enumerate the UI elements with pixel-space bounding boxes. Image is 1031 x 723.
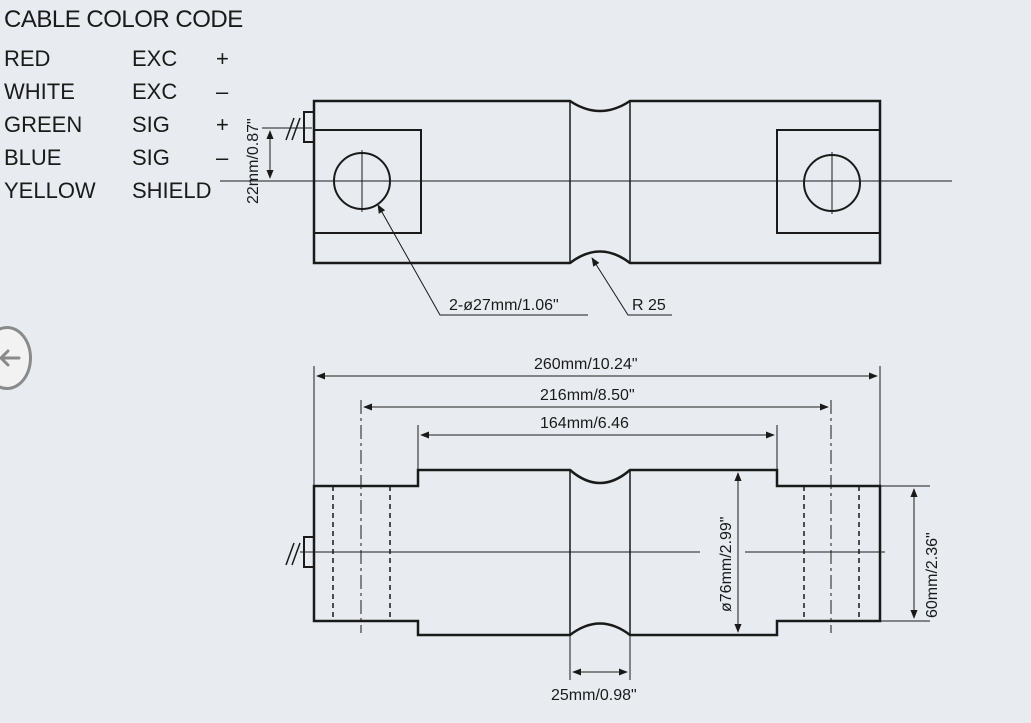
dim-holes: 2-ø27mm/1.06": [449, 297, 559, 314]
legend-polarity: +: [216, 46, 229, 71]
legend-polarity: –: [216, 79, 229, 104]
top-body-outline: [312, 99, 882, 265]
arrow-left-icon: [0, 349, 21, 367]
legend-signal: SIG: [132, 145, 170, 170]
legend-title: CABLE COLOR CODE: [4, 6, 243, 33]
dim-end-height: 60mm/2.36": [924, 532, 941, 618]
legend-polarity: +: [216, 112, 229, 137]
dim-center-length: 164mm/6.46: [540, 415, 629, 432]
hidden-hole-lines: [332, 486, 860, 621]
legend-signal: SIG: [132, 112, 170, 137]
dim-radius: R 25: [632, 297, 666, 314]
top-view: [220, 99, 952, 316]
legend-color: YELLOW: [4, 178, 96, 203]
legend-polarity: –: [216, 145, 229, 170]
legend-signal: EXC: [132, 79, 178, 104]
hole-centerlines: [360, 400, 832, 633]
holes-leader: [377, 204, 588, 316]
dim-neck-width: 25mm/0.98": [551, 687, 637, 704]
dim-diameter: ø76mm/2.99": [718, 517, 735, 613]
dim-hole-spacing: 216mm/8.50": [540, 387, 635, 404]
dim-overall-length: 260mm/10.24": [534, 356, 638, 373]
legend-color: WHITE: [4, 79, 75, 104]
top-cable-stub: [303, 111, 315, 143]
legend-signal: SHIELD: [132, 178, 212, 203]
legend-color: GREEN: [4, 112, 83, 137]
side-view: [285, 366, 930, 680]
legend-signal: EXC: [132, 46, 178, 71]
side-cable-stub: [303, 536, 315, 568]
legend-color: BLUE: [4, 145, 62, 170]
legend-color: RED: [4, 46, 51, 71]
dim-top-height: 22mm/0.87": [245, 118, 262, 204]
radius-leader: [591, 257, 672, 316]
